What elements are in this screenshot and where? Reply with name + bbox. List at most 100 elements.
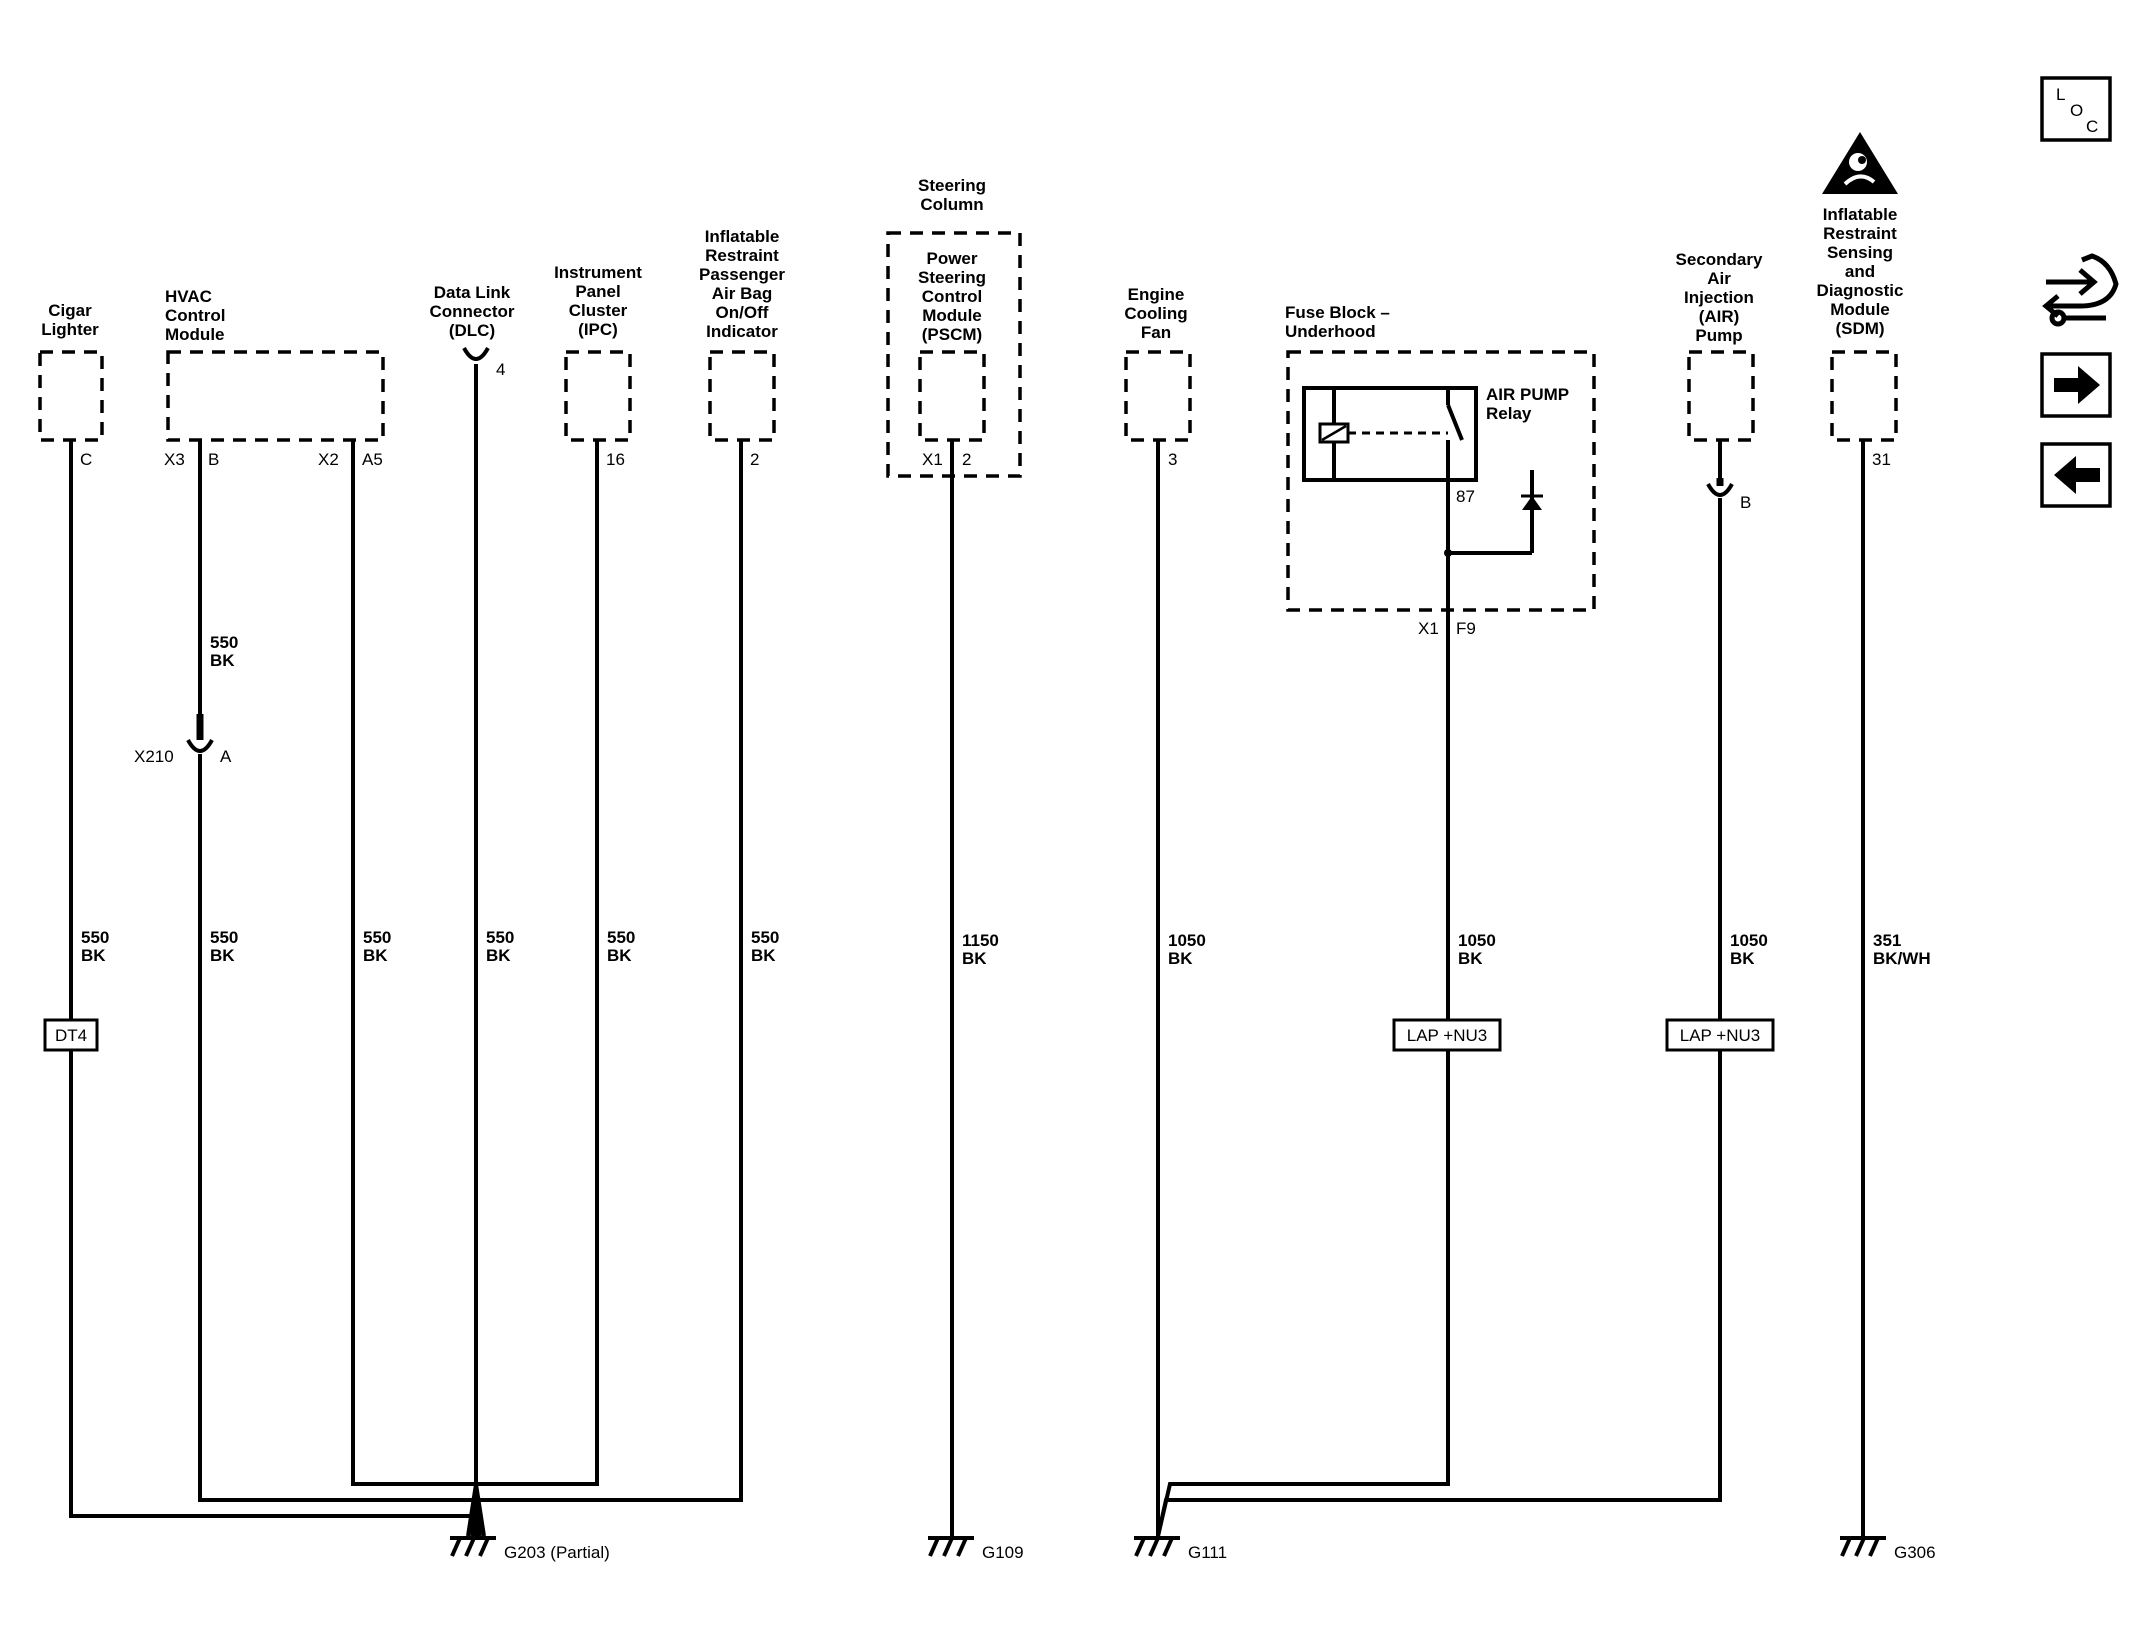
g203-convergence xyxy=(466,1483,486,1537)
pin-fuse-x1: X1 xyxy=(1418,619,1439,638)
pin-hvac-a5: A5 xyxy=(362,450,383,469)
svg-text:LAP +NU3: LAP +NU3 xyxy=(1680,1026,1760,1045)
air-pump-box xyxy=(1687,350,1755,442)
wire-ipc xyxy=(476,440,599,1486)
ground-g306-icon xyxy=(1840,1536,1886,1557)
wire-airbag-indicator xyxy=(476,440,743,1502)
svg-text:L: L xyxy=(2056,85,2065,104)
pin-cigar-c: C xyxy=(80,450,92,469)
option-dt4: DT4 xyxy=(43,1018,99,1052)
svg-text:O: O xyxy=(2070,101,2083,120)
connector-x210-pin-a: A xyxy=(220,747,232,766)
pin-hvac-b: B xyxy=(208,450,219,469)
pin-fuse-f9: F9 xyxy=(1456,619,1476,638)
ground-g306-label: G306 xyxy=(1894,1543,1936,1562)
label-fuse-block: Fuse Block –Underhood xyxy=(1285,303,1390,341)
cooling-fan-box xyxy=(1124,350,1192,442)
hvac-module-box xyxy=(166,350,385,442)
pin-relay-87: 87 xyxy=(1456,487,1475,506)
wire-air-pump xyxy=(1156,440,1722,1537)
svg-text:DT4: DT4 xyxy=(55,1026,87,1045)
x210-connector-symbol xyxy=(186,714,214,753)
pin-pscm-x1: X1 xyxy=(922,450,943,469)
ground-g111-icon xyxy=(1134,1536,1180,1557)
ground-g111-label: G111 xyxy=(1188,1543,1227,1562)
arrow-right-icon xyxy=(2054,366,2100,404)
sdm-box xyxy=(1830,350,1898,442)
connector-x210-label: X210 xyxy=(134,747,174,766)
pin-hvac-x3: X3 xyxy=(164,450,185,469)
ground-g203-icon xyxy=(450,1536,496,1557)
next-page-button[interactable] xyxy=(2040,352,2112,418)
pin-ipc-16: 16 xyxy=(606,450,625,469)
pin-air-b: B xyxy=(1740,493,1751,512)
air-pump-relay xyxy=(1302,386,1478,482)
wire-fuse-f9 xyxy=(1156,480,1450,1537)
pin-pscm-2: 2 xyxy=(962,450,971,469)
pin-fan-3: 3 xyxy=(1168,450,1177,469)
wire-hvac-a5 xyxy=(351,440,476,1486)
wire-hvac-b xyxy=(198,440,476,1502)
option-lap-air: LAP +NU3 xyxy=(1665,1018,1775,1052)
pin-dlc-4: 4 xyxy=(496,360,505,379)
ground-g109-label: G109 xyxy=(982,1543,1024,1562)
svg-text:C: C xyxy=(2086,117,2098,136)
svg-text:Fuse Block –Underhood: Fuse Block –Underhood xyxy=(1285,303,1390,341)
airbag-warning-icon xyxy=(1822,132,1898,194)
loc-button[interactable]: L O C xyxy=(2040,76,2112,142)
cigar-lighter-box xyxy=(38,350,104,442)
ground-g109-icon xyxy=(928,1536,974,1557)
pin-airbag-2: 2 xyxy=(750,450,759,469)
pscm-box xyxy=(918,350,986,442)
wire-cigar-lighter xyxy=(69,440,476,1518)
arrow-left-icon xyxy=(2054,456,2100,494)
dlc-connector-symbol xyxy=(462,346,490,361)
option-lap-fuse: LAP +NU3 xyxy=(1392,1018,1502,1052)
ipc-box xyxy=(564,350,632,442)
pin-sdm-31: 31 xyxy=(1872,450,1891,469)
ground-g203-label: G203 (Partial) xyxy=(504,1543,610,1562)
air-pump-connector-symbol xyxy=(1706,478,1734,497)
connector-tool-icon[interactable] xyxy=(2042,253,2119,327)
diode-symbol xyxy=(1444,470,1543,557)
fuse-block-box xyxy=(1286,350,1596,612)
svg-text:LAP +NU3: LAP +NU3 xyxy=(1407,1026,1487,1045)
prev-page-button[interactable] xyxy=(2040,442,2112,508)
pin-hvac-x2: X2 xyxy=(318,450,339,469)
airbag-indicator-box xyxy=(708,350,776,442)
